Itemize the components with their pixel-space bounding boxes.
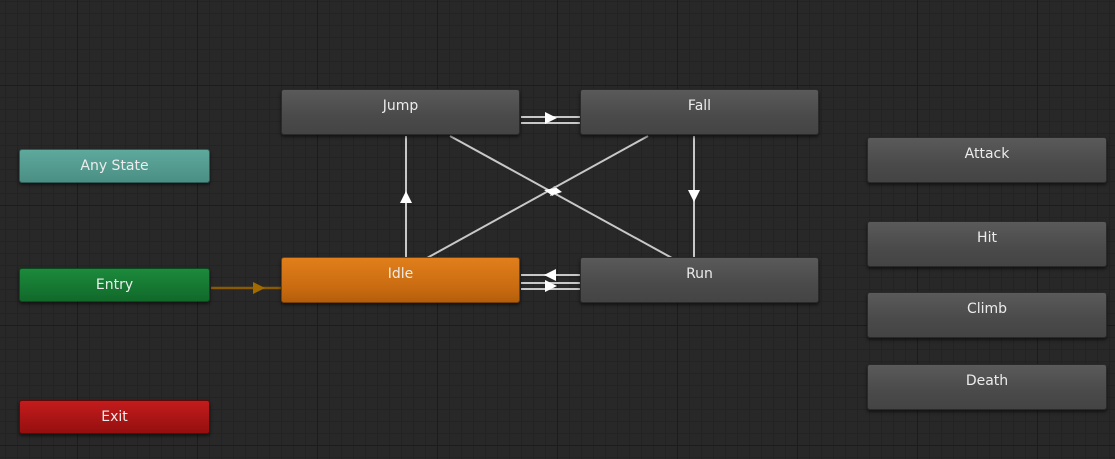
exit-node[interactable]: Exit (19, 400, 210, 434)
state-node-hit[interactable]: Hit (867, 221, 1107, 267)
state-label-hit: Hit (977, 230, 997, 246)
transition-jump-to-fall[interactable] (521, 112, 581, 124)
state-label-death: Death (965, 373, 1009, 389)
transition-run-to-idle[interactable] (521, 269, 581, 281)
state-label-jump: Jump (382, 98, 419, 114)
transition-jump-to-run[interactable] (449, 135, 673, 259)
state-label-climb: Climb (966, 301, 1008, 317)
state-label-run: Run (686, 266, 713, 282)
any-state-label: Any State (80, 158, 149, 174)
state-node-fall[interactable]: Fall (580, 89, 819, 135)
state-label-idle: Idle (387, 266, 414, 282)
state-node-attack[interactable]: Attack (867, 137, 1107, 183)
state-node-run[interactable]: Run (580, 257, 819, 303)
entry-label: Entry (95, 277, 134, 293)
state-label-fall: Fall (687, 98, 712, 114)
transition-idle-to-run[interactable] (521, 280, 581, 292)
state-node-jump[interactable]: Jump (281, 89, 520, 135)
transition-fall-to-run[interactable] (688, 136, 700, 258)
transition-entry-to-idle[interactable] (211, 282, 281, 294)
transition-idle-to-jump[interactable] (400, 136, 412, 258)
state-node-climb[interactable]: Climb (867, 292, 1107, 338)
state-label-attack: Attack (964, 146, 1010, 162)
exit-label: Exit (101, 409, 128, 425)
entry-node[interactable]: Entry (19, 268, 210, 302)
transition-idle-to-fall[interactable] (426, 135, 649, 259)
state-node-idle[interactable]: Idle (281, 257, 520, 303)
any-state-node[interactable]: Any State (19, 149, 210, 183)
state-node-death[interactable]: Death (867, 364, 1107, 410)
